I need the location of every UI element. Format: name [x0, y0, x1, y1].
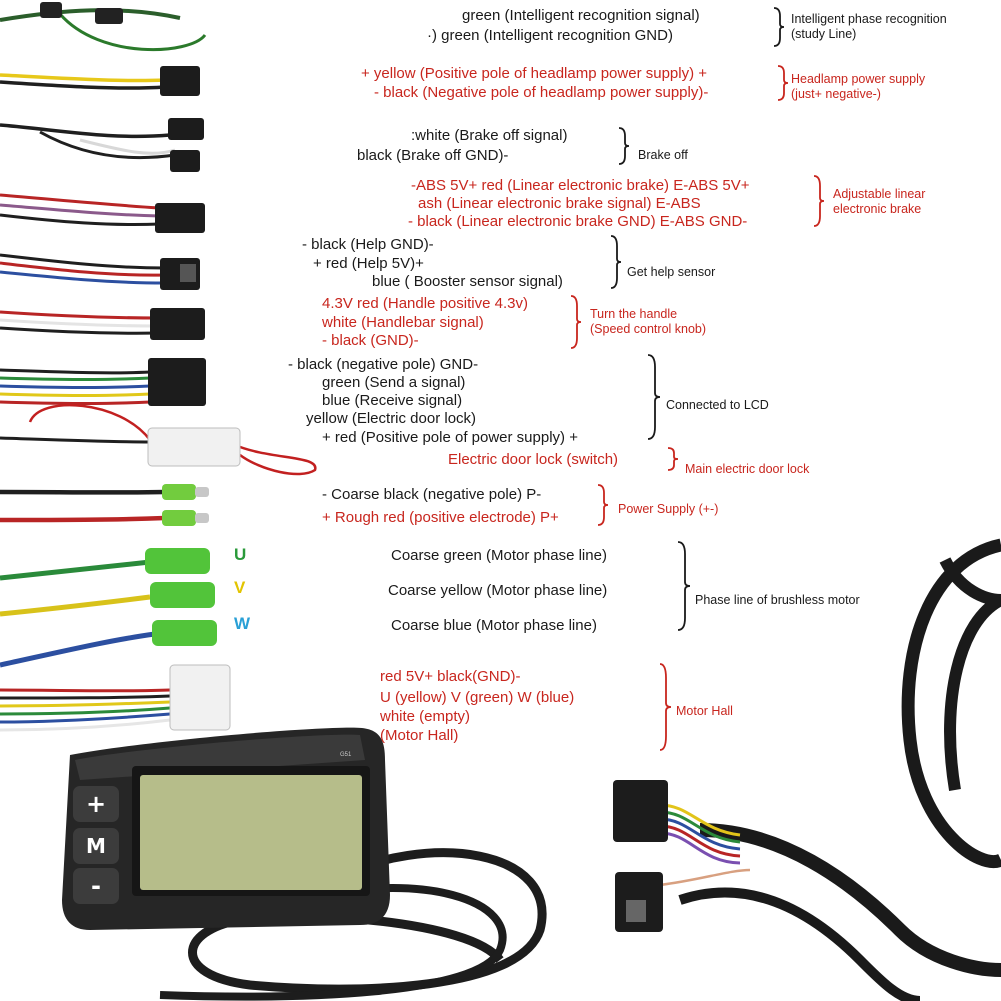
lcd-group-label: Connected to LCD: [666, 398, 769, 413]
help-sensor-wire-label: + red (Help 5V)+: [313, 255, 424, 272]
motor-hall-wire-label: red 5V+ black(GND)-: [380, 668, 521, 685]
motor-phase-wire-label: Coarse yellow (Motor phase line): [388, 582, 608, 599]
handle-wire-label: - black (GND)-: [322, 332, 419, 349]
handle-group-label-line: Turn the handle: [590, 307, 678, 321]
headlamp-group-label-line: (just+ negative-): [791, 87, 881, 101]
section-braces-red: [570, 65, 825, 751]
lcd-wire-label: blue (Receive signal): [322, 392, 463, 409]
handle-wire-label: white (Handlebar signal): [322, 314, 484, 331]
linear-brake-group-label-line: electronic brake: [833, 202, 922, 216]
brake-off-group-label-line: Brake off: [638, 148, 688, 162]
phase-recognition-group-label-line: Intelligent phase recognition: [791, 12, 947, 26]
lcd-wire-label: yellow (Electric door lock): [306, 410, 477, 427]
main-cable-coil: [678, 538, 1001, 1001]
door-lock-wire-label: Electric door lock (switch): [448, 451, 619, 468]
phase-recognition-group-label: Intelligent phase recognition(study Line…: [791, 12, 947, 42]
lcd-group-label-line: Connected to LCD: [666, 398, 769, 412]
motor-hall-wire-label: U (yellow) V (green) W (blue): [380, 689, 575, 706]
headlamp-wires: [0, 66, 200, 96]
plus-icon: +: [85, 790, 107, 818]
power-wire-label: + Rough red (positive electrode) P+: [322, 509, 559, 526]
power-group-label: Power Supply (+-): [618, 502, 718, 517]
headlamp-wire-label: - black (Negative pole of headlamp power…: [374, 84, 709, 101]
linear-brake-wire-label: ash (Linear electronic brake signal) E-A…: [418, 195, 701, 212]
headlamp-group-label: Headlamp power supply(just+ negative-): [791, 72, 925, 102]
motor-hall-wire-label: (Motor Hall): [380, 727, 459, 744]
section-braces: [610, 7, 785, 631]
motor-hall-group-label: Motor Hall: [676, 704, 733, 719]
power-group-label-line: Power Supply (+-): [618, 502, 719, 516]
lcd-wires: [0, 358, 206, 406]
door-lock-group-label: Main electric door lock: [685, 462, 809, 477]
phase-letter-w: W: [234, 614, 251, 633]
motor-hall-wire-label: white (empty): [380, 708, 471, 725]
help-sensor-group-label: Get help sensor: [627, 265, 715, 280]
minus-icon: -: [91, 872, 101, 900]
linear-brake-wires: [0, 193, 205, 233]
lcd-connector: [613, 780, 751, 932]
phase-letter-u: U: [234, 545, 247, 564]
motor-phase-wire-label: Coarse green (Motor phase line): [391, 547, 607, 564]
brake-off-wire-label: :white (Brake off signal): [411, 127, 568, 144]
phase-letter-v: V: [234, 578, 246, 597]
linear-brake-wire-label: - black (Linear electronic brake GND) E-…: [408, 213, 748, 230]
motor-phase-group-label-line: Phase line of brushless motor: [695, 593, 860, 607]
phase-recognition-group-label-line: (study Line): [791, 27, 857, 41]
motor-hall-wires: [0, 664, 231, 732]
help-sensor-wire-label: blue ( Booster sensor signal): [372, 273, 563, 290]
brake-off-wire-label: black (Brake off GND)-: [357, 147, 509, 164]
mode-icon: M: [86, 834, 106, 858]
motor-hall-group-label-line: Motor Hall: [676, 704, 733, 718]
headlamp-wire-label: + yellow (Positive pole of headlamp powe…: [361, 65, 708, 82]
help-sensor-wires: [0, 253, 200, 290]
lcd-wire-label: + red (Positive pole of power supply) +: [322, 429, 578, 446]
linear-brake-wire-label: -ABS 5V+ red (Linear electronic brake) E…: [411, 177, 750, 194]
help-sensor-wire-label: - black (Help GND)-: [302, 236, 434, 253]
power-wire-label: - Coarse black (negative pole) P-: [322, 486, 542, 503]
motor-phase-group-label: Phase line of brushless motor: [695, 593, 860, 608]
motor-phase-wire-label: Coarse blue (Motor phase line): [391, 617, 597, 634]
brake-off-group-label: Brake off: [638, 148, 688, 163]
phase-recognition-wire-label: ·) green (Intelligent recognition GND): [427, 27, 673, 44]
brake-off-wires: [0, 118, 204, 172]
door-lock-wires: [0, 403, 317, 476]
handle-wires: [0, 308, 205, 340]
linear-brake-group-label-line: Adjustable linear: [833, 187, 926, 201]
handle-group-label-line: (Speed control knob): [590, 322, 707, 336]
motor-phase-wires: [0, 548, 217, 668]
help-sensor-group-label-line: Get help sensor: [627, 265, 716, 279]
phase-recognition-wires: [0, 2, 207, 52]
lcd-wire-label: - black (negative pole) GND-: [288, 356, 479, 373]
handle-wire-label: 4.3V red (Handle positive 4.3v): [322, 295, 528, 312]
door-lock-group-label-line: Main electric door lock: [685, 462, 810, 476]
lcd-display: [62, 727, 390, 930]
handle-group-label: Turn the handle(Speed control knob): [590, 307, 706, 337]
lcd-wire-label: green (Send a signal): [322, 374, 466, 391]
display-model-label: G51: [340, 752, 352, 758]
phase-recognition-wire-label: green (Intelligent recognition signal): [462, 7, 700, 24]
headlamp-group-label-line: Headlamp power supply: [791, 72, 926, 86]
power-wires: [0, 484, 209, 526]
